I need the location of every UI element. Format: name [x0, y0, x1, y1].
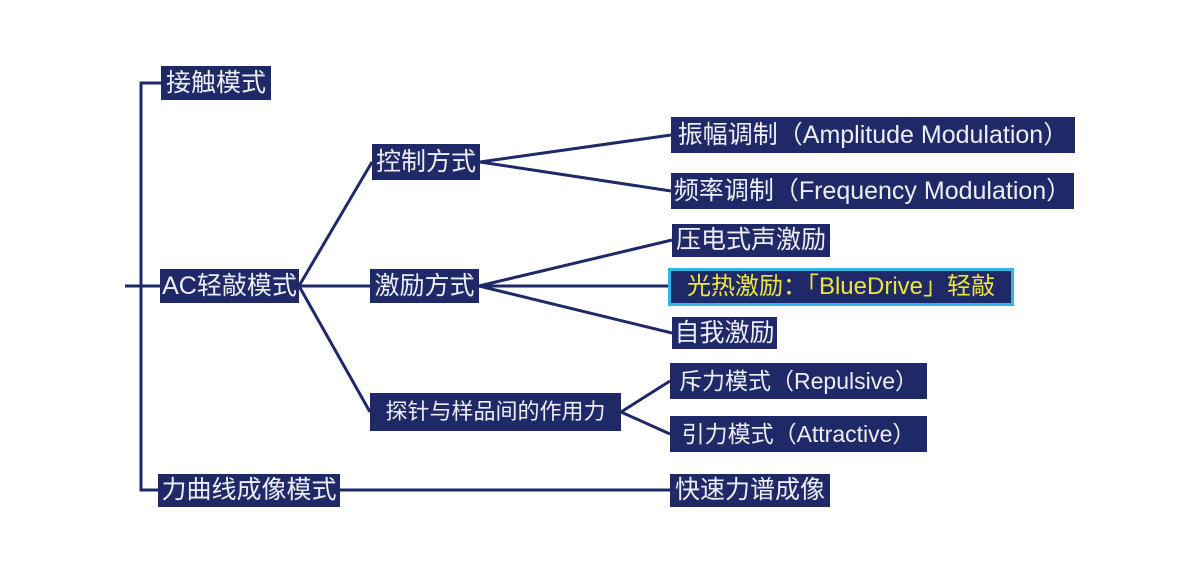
edge-control-frequency [479, 160, 672, 193]
edge-force-attractive [620, 410, 671, 436]
node-self-excitation: 自我激励 [672, 317, 777, 349]
edge-control-amplitude [479, 133, 672, 164]
node-excitation-method: 激励方式 [370, 269, 479, 303]
edge-ac-control [297, 161, 374, 287]
edge-excitation-self [478, 284, 673, 335]
edge-ac-interaction-force [297, 285, 372, 413]
node-control-method: 控制方式 [372, 144, 480, 180]
node-piezo-acoustic-excitation: 压电式声激励 [672, 224, 830, 257]
node-attractive-mode: 引力模式（Attractive） [670, 416, 927, 452]
node-frequency-modulation: 频率调制（Frequency Modulation） [671, 173, 1074, 209]
edge-force-repulsive [620, 379, 671, 414]
node-force-curve-imaging-mode: 力曲线成像模式 [158, 474, 340, 507]
node-fast-force-mapping: 快速力谱成像 [670, 474, 830, 507]
node-contact-mode: 接触模式 [161, 66, 271, 100]
node-ac-tapping-mode: AC轻敲模式 [160, 269, 299, 303]
node-repulsive-mode: 斥力模式（Repulsive） [670, 363, 927, 399]
node-amplitude-modulation: 振幅调制（Amplitude Modulation） [671, 117, 1075, 153]
edge-excitation-piezo [478, 238, 673, 288]
node-tip-sample-interaction-force: 探针与样品间的作用力 [370, 393, 621, 431]
node-photothermal-bluedrive-tapping: 光热激励：「BlueDrive」轻敲 [668, 268, 1014, 306]
